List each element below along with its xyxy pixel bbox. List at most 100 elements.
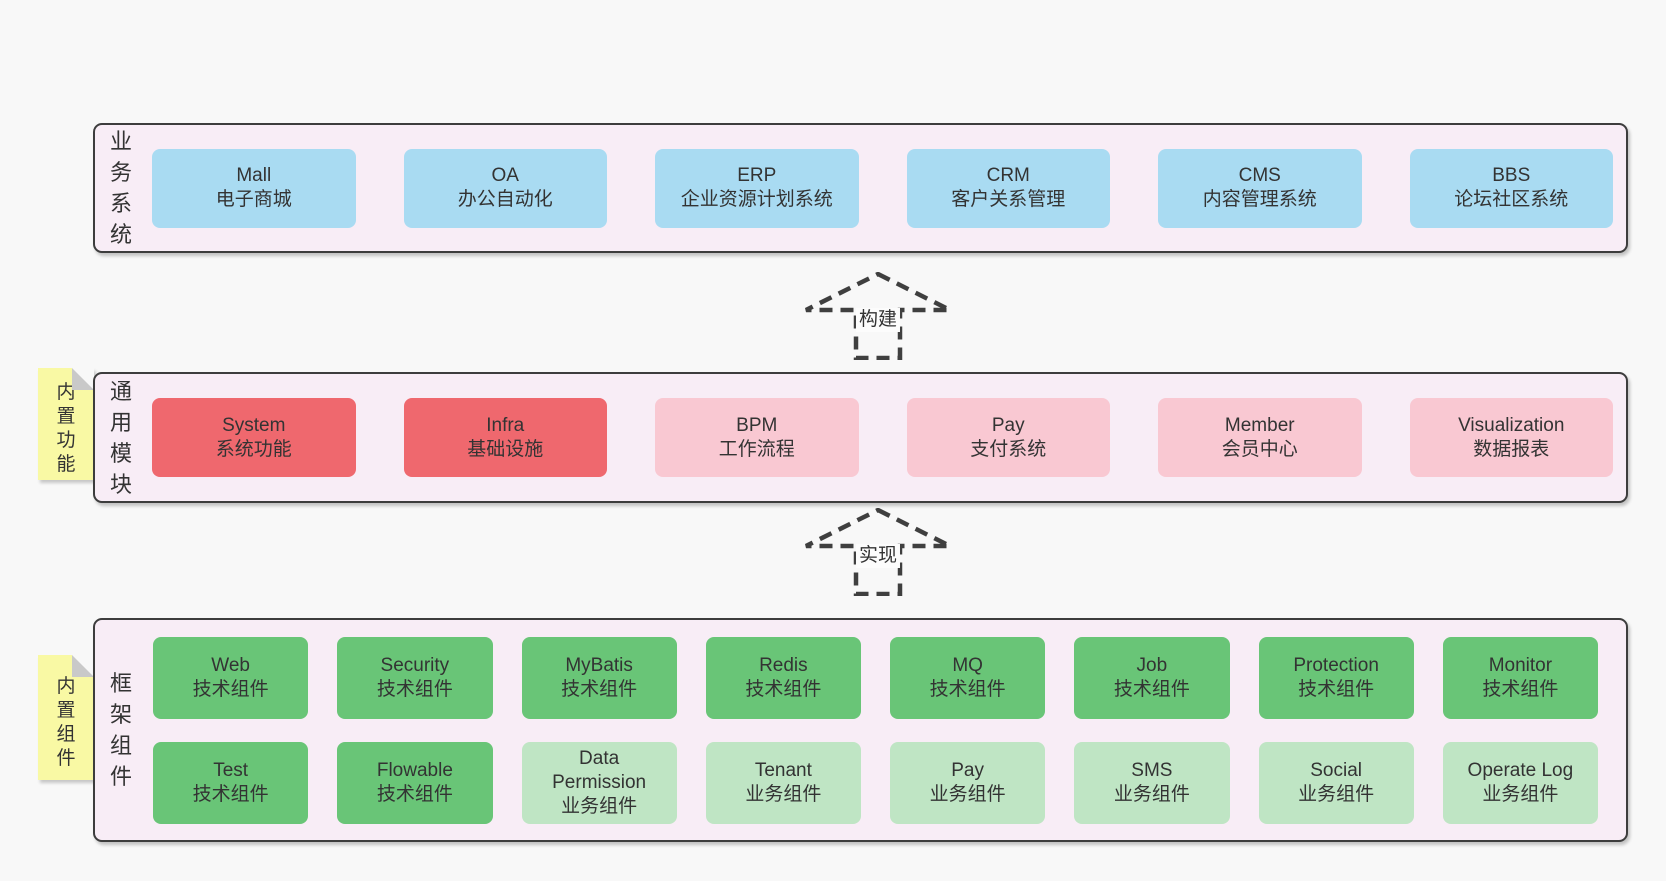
box-desc: 业务组件 [561, 795, 638, 817]
box-desc: 支付系统 [970, 438, 1047, 460]
box-desc: 技术组件 [376, 783, 453, 805]
sticky-note-built-in-features: 内置功能 [38, 368, 94, 480]
box-member: Member 会员中心 [1158, 398, 1362, 477]
box-desc: 办公自动化 [457, 189, 553, 210]
box-oa: OA 办公自动化 [403, 148, 607, 228]
box-bbs: BBS 论坛社区系统 [1409, 148, 1613, 228]
build-arrow-label: 构建 [855, 308, 901, 332]
box-desc: 数据报表 [1473, 438, 1550, 460]
box-desc: 技术组件 [1298, 678, 1375, 700]
business-systems-row: Mall 电子商城 OA 办公自动化 ERP 企业资源计划系统 CRM 客户关系… [152, 125, 1613, 251]
layer-framework-components: 框架组件 Web 技术组件 Security 技术组件 MyBatis 技术组件… [93, 618, 1628, 842]
box-name: BBS [1492, 165, 1531, 186]
box-name: CMS [1238, 165, 1281, 186]
implement-arrow-label: 实现 [855, 544, 901, 568]
box-data-permission: Data Permission 业务组件 [521, 741, 677, 824]
box-name: Member [1224, 414, 1295, 436]
box-name: Monitor [1488, 654, 1553, 676]
layer-label-business-systems: 业务系统 [95, 125, 147, 251]
box-name: Protection [1293, 654, 1379, 676]
box-name: Operate Log [1467, 759, 1574, 781]
box-name: ERP [737, 165, 777, 186]
box-name: Data Permission [552, 747, 647, 793]
layer-label-text: 通用模块 [109, 378, 132, 497]
up-block-arrow-icon [804, 272, 952, 360]
common-modules-row: System 系统功能 Infra 基础设施 BPM 工作流程 Pay 支付系统… [152, 374, 1613, 501]
box-desc: 技术组件 [376, 678, 453, 700]
layer-common-modules: 通用模块 System 系统功能 Infra 基础设施 BPM 工作流程 Pay… [93, 372, 1628, 503]
layer-label-common-modules: 通用模块 [95, 374, 147, 501]
box-job: Job 技术组件 [1074, 636, 1230, 719]
box-desc: 业务组件 [1298, 783, 1375, 805]
box-tenant: Tenant 业务组件 [705, 741, 861, 824]
folded-corner-icon [72, 368, 94, 390]
box-name: SMS [1131, 759, 1173, 781]
box-desc: 技术组件 [561, 678, 638, 700]
box-name: Mall [236, 165, 272, 186]
box-pay-system: Pay 支付系统 [906, 398, 1110, 477]
box-name: OA [491, 165, 519, 186]
box-mybatis: MyBatis 技术组件 [521, 636, 677, 719]
box-name: Social [1310, 759, 1362, 781]
box-name: System [222, 414, 286, 436]
box-name: Tenant [754, 759, 812, 781]
box-desc: 企业资源计划系统 [680, 189, 833, 210]
framework-components-grid: Web 技术组件 Security 技术组件 MyBatis 技术组件 Redi… [153, 620, 1598, 840]
box-sms: SMS 业务组件 [1074, 741, 1230, 824]
box-desc: 会员中心 [1221, 438, 1298, 460]
box-system: System 系统功能 [152, 398, 356, 477]
box-desc: 技术组件 [192, 678, 269, 700]
box-crm: CRM 客户关系管理 [906, 148, 1110, 228]
box-social: Social 业务组件 [1258, 741, 1414, 824]
box-desc: 技术组件 [745, 678, 822, 700]
box-desc: 技术组件 [1113, 678, 1190, 700]
box-name: Web [211, 654, 250, 676]
box-name: Security [380, 654, 450, 676]
build-arrow: 构建 [803, 272, 953, 360]
box-infra: Infra 基础设施 [403, 398, 607, 477]
folded-corner-icon [72, 655, 94, 677]
implement-arrow: 实现 [803, 508, 953, 596]
box-desc: 基础设施 [467, 438, 544, 460]
box-desc: 技术组件 [192, 783, 269, 805]
box-visualization: Visualization 数据报表 [1409, 398, 1613, 477]
box-desc: 论坛社区系统 [1454, 189, 1569, 210]
layer-business-systems: 业务系统 Mall 电子商城 OA 办公自动化 ERP 企业资源计划系统 CRM… [93, 123, 1628, 253]
up-block-arrow-icon [804, 508, 952, 596]
box-name: Test [213, 759, 249, 781]
box-desc: 工作流程 [718, 438, 795, 460]
box-desc: 客户关系管理 [951, 189, 1066, 210]
box-bpm: BPM 工作流程 [655, 398, 859, 477]
box-redis: Redis 技术组件 [705, 636, 861, 719]
box-desc: 电子商城 [215, 189, 292, 210]
layer-label-framework-components: 框架组件 [95, 620, 147, 840]
box-name: Pay [951, 759, 984, 781]
box-name: BPM [736, 414, 778, 436]
box-desc: 业务组件 [1482, 783, 1559, 805]
box-erp: ERP 企业资源计划系统 [655, 148, 859, 228]
box-flowable: Flowable 技术组件 [337, 741, 493, 824]
box-pay-component: Pay 业务组件 [890, 741, 1046, 824]
box-desc: 业务组件 [745, 783, 822, 805]
box-name: MyBatis [565, 654, 633, 676]
box-desc: 业务组件 [1113, 783, 1190, 805]
box-desc: 技术组件 [929, 678, 1006, 700]
box-security: Security 技术组件 [337, 636, 493, 719]
box-name: Flowable [376, 759, 453, 781]
box-desc: 内容管理系统 [1202, 189, 1317, 210]
box-name: CRM [986, 165, 1030, 186]
sticky-note-text: 内置组件 [56, 675, 76, 769]
box-name: Job [1136, 654, 1168, 676]
box-name: Visualization [1458, 414, 1565, 436]
box-mq: MQ 技术组件 [890, 636, 1046, 719]
box-monitor: Monitor 技术组件 [1442, 636, 1598, 719]
box-cms: CMS 内容管理系统 [1158, 148, 1362, 228]
box-name: MQ [952, 654, 983, 676]
layer-label-text: 框架组件 [109, 671, 132, 789]
box-name: Pay [991, 414, 1025, 436]
layer-label-text: 业务系统 [109, 129, 132, 247]
sticky-note-text: 内置功能 [56, 382, 76, 475]
box-desc: 业务组件 [929, 783, 1006, 805]
box-test: Test 技术组件 [153, 741, 309, 824]
box-mall: Mall 电子商城 [152, 148, 356, 228]
